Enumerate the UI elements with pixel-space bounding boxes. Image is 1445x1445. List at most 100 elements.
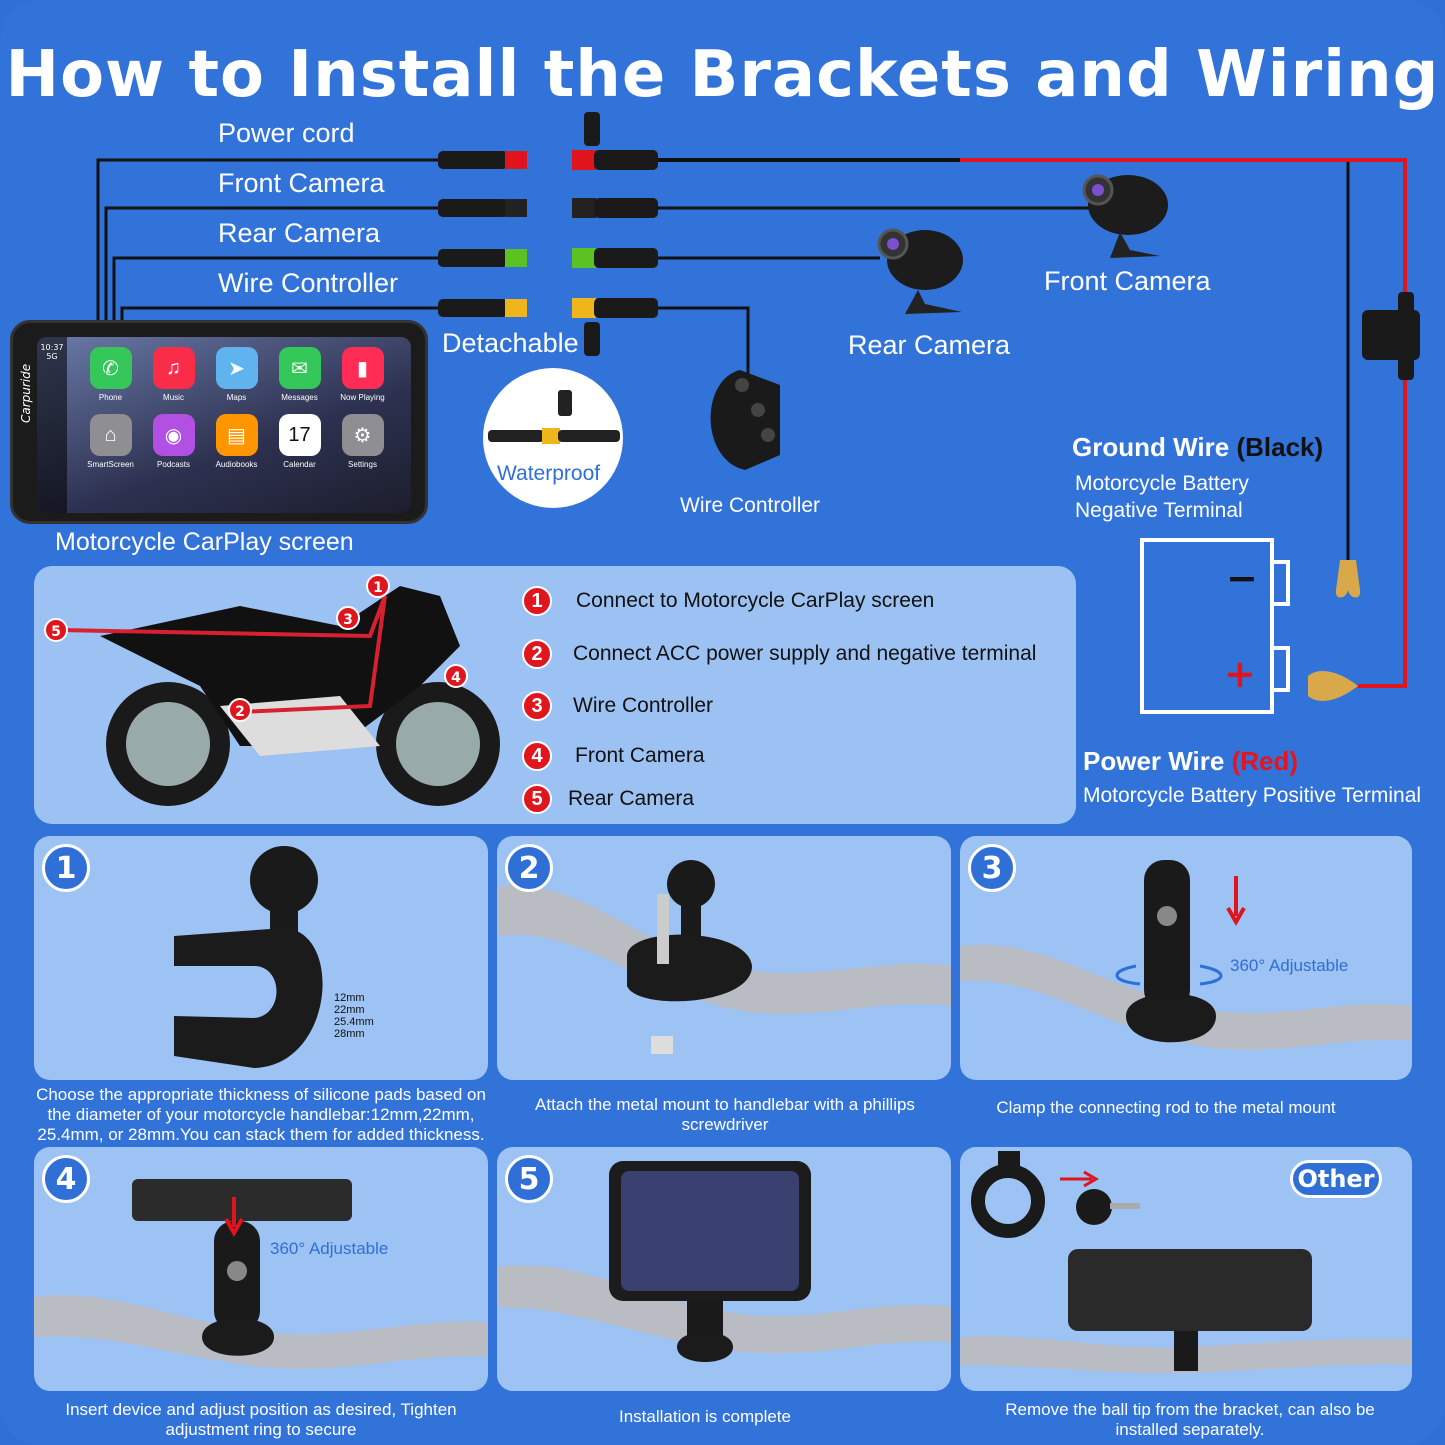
front-camera-device: [1082, 174, 1168, 258]
step-2-caption: Attach the metal mount to handlebar with…: [535, 1095, 915, 1134]
step-5-panel: 5: [497, 1147, 951, 1391]
app-label: Maps: [226, 393, 247, 402]
step-2-number: 2: [505, 844, 553, 892]
clamp-with-pads-illustration: [174, 846, 323, 1068]
pad-size-25-4: 25.4mm: [334, 1016, 374, 1028]
legend-text: Wire Controller: [573, 694, 714, 717]
legend-number-2: 2: [522, 639, 552, 669]
pad-size-22: 22mm: [334, 1004, 365, 1016]
app-maps[interactable]: ➤ Maps: [205, 347, 268, 402]
power-desc: Motorcycle Battery Positive Terminal: [1083, 784, 1422, 807]
installed-screen-illustration: [497, 1161, 951, 1362]
legend-number-3: 3: [522, 691, 552, 721]
smartscreen-icon: ⌂: [89, 414, 132, 456]
battery-minus: −: [1226, 556, 1258, 600]
step-1-panel: 1 12mm 22mm 25.4mm 28mm: [34, 836, 488, 1080]
label-power-cord: Power cord: [218, 118, 355, 148]
waterproof-badge: [483, 368, 623, 508]
label-wire-controller: Wire Controller: [218, 268, 399, 298]
step-4-panel: 4 360° Adjustable: [34, 1147, 488, 1391]
battery-plus: +: [1224, 652, 1256, 696]
ball-removal-illustration: [960, 1151, 1412, 1374]
ground-wire-label: Ground Wire: [1072, 432, 1230, 462]
label-wire-controller-device: Wire Controller: [680, 494, 821, 517]
device-attach-illustration: [34, 1179, 488, 1369]
step-1-caption: Choose the appropriate thickness of sili…: [36, 1085, 486, 1144]
wire-controller-device: [710, 370, 780, 470]
app-smartscreen[interactable]: ⌂SmartScreen: [79, 414, 142, 469]
status-time: 10:37: [40, 343, 64, 352]
label-screen: Motorcycle CarPlay screen: [55, 528, 354, 556]
audiobooks-icon: ▤: [215, 414, 258, 456]
step-3-panel: 3 360° Adjustable: [960, 836, 1412, 1080]
mount-on-handlebar-illustration: [497, 860, 951, 1054]
app-label: Now Playing: [340, 393, 385, 402]
connectors-right: [572, 112, 658, 356]
step-3-number: 3: [968, 844, 1016, 892]
app-label: Podcasts: [157, 460, 190, 469]
legend-item-4: 4 Front Camera: [522, 741, 705, 771]
app-label: Music: [163, 393, 184, 402]
power-wire-title: Power Wire (Red): [1083, 746, 1298, 777]
step-other-caption: Remove the ball tip from the bracket, ca…: [1005, 1400, 1375, 1439]
screen-display: 10:37 5G ✆Phone♫ Music ➤ Maps ✉ Messages ▮Now …: [37, 337, 411, 513]
ground-desc-1: Motorcycle Battery: [1075, 472, 1249, 495]
app-podcasts[interactable]: ◉ Podcasts: [142, 414, 205, 469]
pad-size-28: 28mm: [334, 1028, 365, 1040]
motorcycle-illustration: 5 2 3 1 4: [44, 574, 500, 806]
app-messages[interactable]: ✉ Messages: [268, 347, 331, 402]
svg-text:1: 1: [373, 580, 383, 596]
label-rear-camera: Rear Camera: [218, 218, 381, 248]
app-now-playing[interactable]: ▮Now Playing: [331, 347, 394, 402]
app-phone[interactable]: ✆Phone: [79, 347, 142, 402]
ground-desc-2: Negative Terminal: [1075, 499, 1243, 522]
rear-camera-device: [877, 228, 963, 314]
legend-number-1: 1: [522, 586, 552, 616]
rod-clamp-illustration: [960, 860, 1412, 1050]
pad-sizes: 12mm 22mm 25.4mm 28mm: [334, 992, 374, 1040]
battery-box: [1140, 538, 1290, 714]
ground-wire-color: (Black): [1236, 432, 1324, 462]
app-audiobooks[interactable]: ▤Audiobooks: [205, 414, 268, 469]
legend-text: Rear Camera: [568, 787, 695, 810]
label-detachable: Detachable: [442, 328, 579, 358]
connectors-left: [438, 151, 527, 317]
legend-number-5: 5: [522, 784, 552, 814]
fuse-holder: [1362, 292, 1420, 380]
app-label: Phone: [98, 393, 123, 402]
legend-item-5: 5 Rear Camera: [522, 784, 694, 814]
page-title: How to Install the Brackets and Wiring: [5, 38, 1440, 112]
label-waterproof: Waterproof: [497, 462, 601, 485]
podcasts-icon: ◉: [152, 414, 195, 456]
label-front-camera: Front Camera: [218, 168, 385, 198]
ground-wire-title: Ground Wire (Black): [1072, 432, 1323, 463]
app-settings[interactable]: ⚙ Settings: [331, 414, 394, 469]
app-label: Settings: [348, 460, 377, 469]
settings-icon: ⚙: [341, 414, 384, 456]
step-5-number: 5: [505, 1155, 553, 1203]
messages-icon: ✉: [278, 347, 321, 389]
maps-icon: ➤: [215, 347, 258, 389]
adjustable-label-step-4: 360° Adjustable: [270, 1239, 389, 1258]
app-label: Calendar: [283, 460, 316, 469]
label-rear-camera-device: Rear Camera: [848, 330, 1011, 360]
step-1-number: 1: [42, 844, 90, 892]
app-label: Messages: [281, 393, 318, 402]
other-badge: Other: [1290, 1160, 1382, 1198]
legend-number-4: 4: [522, 741, 552, 771]
legend-text: Connect to Motorcycle CarPlay screen: [576, 589, 935, 612]
svg-text:4: 4: [451, 670, 461, 686]
pad-size-12: 12mm: [334, 992, 365, 1004]
label-front-camera-device: Front Camera: [1044, 266, 1211, 296]
power-wire-color: (Red): [1231, 746, 1299, 776]
svg-text:2: 2: [235, 704, 245, 720]
app-music[interactable]: ♫ Music: [142, 347, 205, 402]
music-icon: ♫: [152, 347, 195, 389]
legend-text: Front Camera: [575, 744, 705, 767]
status-bar: 10:37 5G: [37, 337, 67, 513]
legend-item-3: 3 Wire Controller: [522, 691, 713, 721]
